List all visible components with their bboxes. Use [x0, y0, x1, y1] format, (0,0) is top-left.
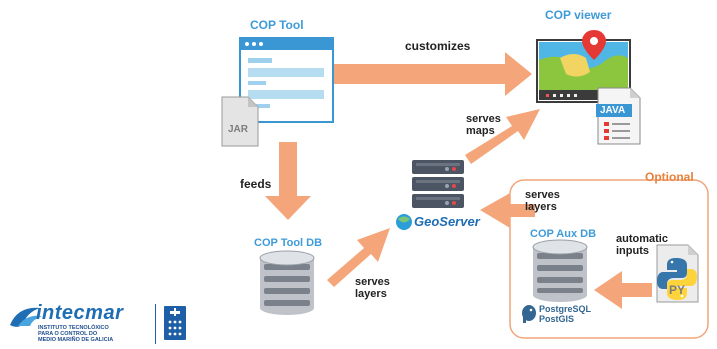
intecmar-subtitle: INSTITUTO TECNOLÓXICO PARA O CONTROL DO … [38, 325, 114, 343]
automatic-inputs-arrow [594, 271, 652, 309]
cop-aux-db-icon [532, 239, 588, 302]
postgresql-elephant-icon [522, 305, 536, 323]
logo-divider [155, 304, 156, 344]
serves-layers-label: serves layers [355, 276, 390, 300]
cop-tool-window-icon [239, 37, 334, 123]
jar-label: JAR [228, 124, 249, 135]
py-label: PY [669, 283, 686, 297]
geoserver-label: GeoServer [414, 214, 480, 229]
optional-label: Optional [645, 170, 694, 184]
xunta-galicia-emblem-icon [164, 306, 186, 340]
java-label: JAVA [600, 105, 626, 116]
java-file-icon [596, 87, 641, 145]
feeds-label: feeds [240, 177, 272, 191]
postgresql-label: PostgreSQL PostGIS [539, 304, 592, 324]
jar-file-icon [221, 96, 259, 147]
automatic-inputs-label: automatic inputs [616, 233, 668, 257]
feeds-arrow [265, 142, 311, 220]
customizes-arrow [333, 52, 532, 96]
optional-group-box [509, 179, 709, 339]
cop-viewer-title: COP viewer [545, 8, 612, 22]
cop-viewer-map-icon [536, 30, 631, 103]
intecmar-logo-icon [10, 307, 42, 327]
customizes-label: customizes [405, 39, 471, 53]
geoserver-logo-icon [396, 214, 412, 230]
cop-aux-db-title: COP Aux DB [530, 228, 597, 240]
aux-serves-layers-arrow [480, 193, 535, 228]
serves-maps-label: serves maps [466, 113, 501, 137]
serves-maps-arrow [465, 109, 540, 164]
intecmar-logo-text: intecmar [36, 302, 124, 324]
aux-serves-layers-label: serves layers [525, 189, 560, 213]
cop-tool-title: COP Tool [250, 18, 304, 32]
python-logo-icon [657, 258, 697, 300]
serves-layers-arrow [327, 228, 390, 287]
geoserver-server-icon [412, 160, 464, 208]
cop-tool-db-icon [259, 250, 315, 315]
cop-tool-db-title: COP Tool DB [254, 237, 323, 249]
